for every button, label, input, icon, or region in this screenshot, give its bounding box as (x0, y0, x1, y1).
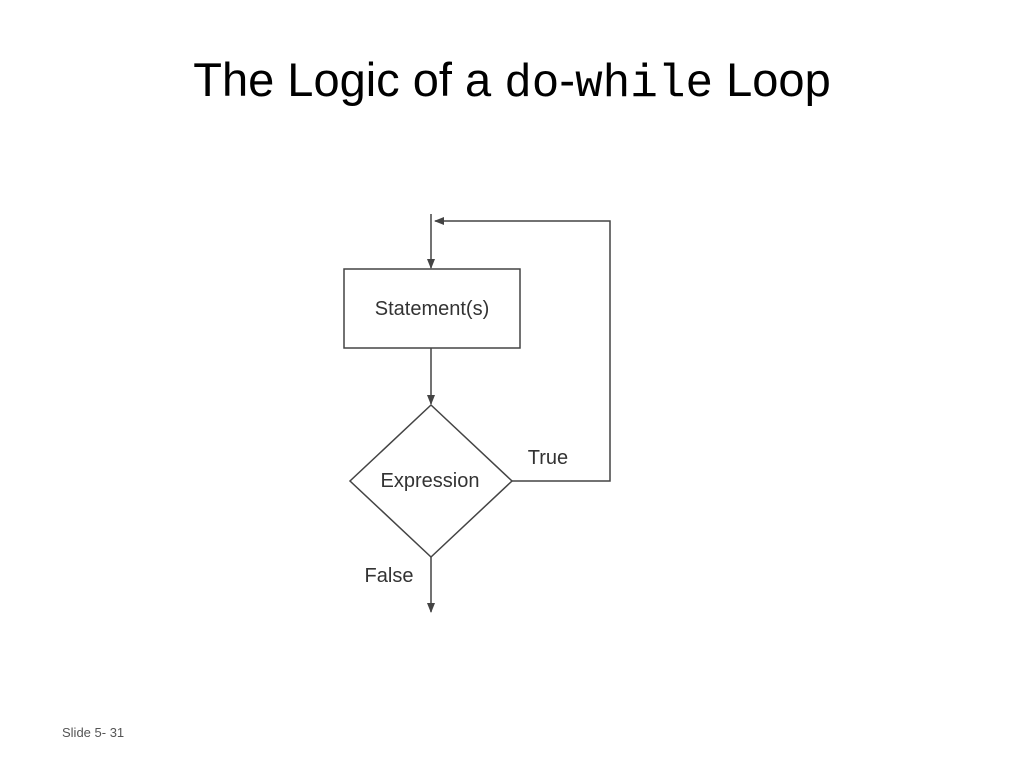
false-label: False (365, 565, 414, 587)
statement-box (343, 268, 521, 349)
title-text-end: Loop (713, 53, 831, 106)
slide-title: The Logic of a do-while Loop (0, 52, 1024, 112)
true-label: True (528, 447, 568, 469)
expression-label: Expression (381, 470, 480, 492)
slide-number: Slide 5- 31 (62, 725, 125, 740)
statement-label: Statement(s) (375, 298, 489, 320)
title-code-do: do (504, 58, 560, 110)
title-text-start: The Logic of a (193, 53, 505, 106)
true-loop-path (434, 217, 611, 482)
title-dash: - (559, 53, 576, 106)
title-code-while: while (575, 58, 714, 110)
